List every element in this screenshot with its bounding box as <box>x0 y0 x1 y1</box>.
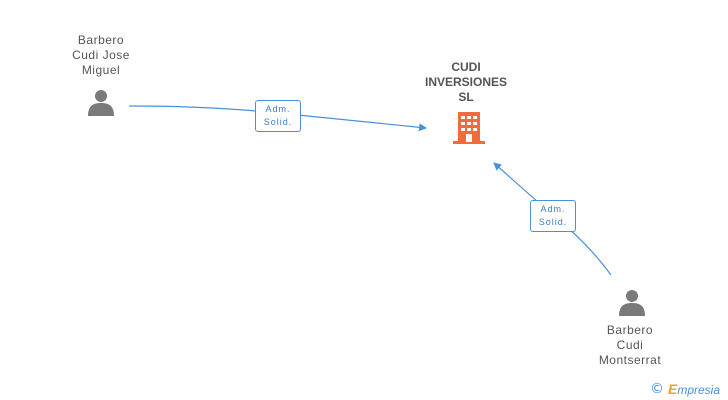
person-name-line: Cudi <box>616 338 644 352</box>
company-name-line: SL <box>458 90 474 104</box>
brand-logo-initial: E <box>668 381 678 397</box>
person-icon[interactable] <box>88 90 114 116</box>
brand-logo-rest: mpresia <box>677 383 721 397</box>
person-label-top[interactable]: Barbero Cudi Jose Miguel <box>51 33 151 78</box>
empresia-watermark[interactable]: © Empresia <box>650 380 720 398</box>
person-name-line: Montserrat <box>598 353 662 367</box>
edge-label-line: Adm. <box>265 104 291 114</box>
person-name-line: Barbero <box>77 33 125 47</box>
building-icon[interactable] <box>453 112 485 144</box>
person-label-bottom[interactable]: Barbero Cudi Montserrat <box>580 323 680 368</box>
copyright-icon: © <box>650 381 664 397</box>
edge-label-line: Adm. <box>540 204 566 214</box>
company-name-line: INVERSIONES <box>424 75 508 89</box>
company-name-line: CUDI <box>451 60 481 74</box>
edge-label-line: Solid. <box>538 217 568 227</box>
person-name-line: Barbero <box>606 323 654 337</box>
person-icon[interactable] <box>619 290 645 316</box>
person-name-line: Cudi Jose <box>72 48 130 62</box>
brand-logo: Empresia <box>668 381 720 397</box>
company-label[interactable]: CUDI INVERSIONES SL <box>413 60 519 105</box>
edge-label-line: Solid. <box>263 117 293 127</box>
edge-label-bottom[interactable]: Adm. Solid. <box>530 200 576 232</box>
edge-label-top[interactable]: Adm. Solid. <box>255 100 301 132</box>
person-name-line: Miguel <box>81 63 121 77</box>
